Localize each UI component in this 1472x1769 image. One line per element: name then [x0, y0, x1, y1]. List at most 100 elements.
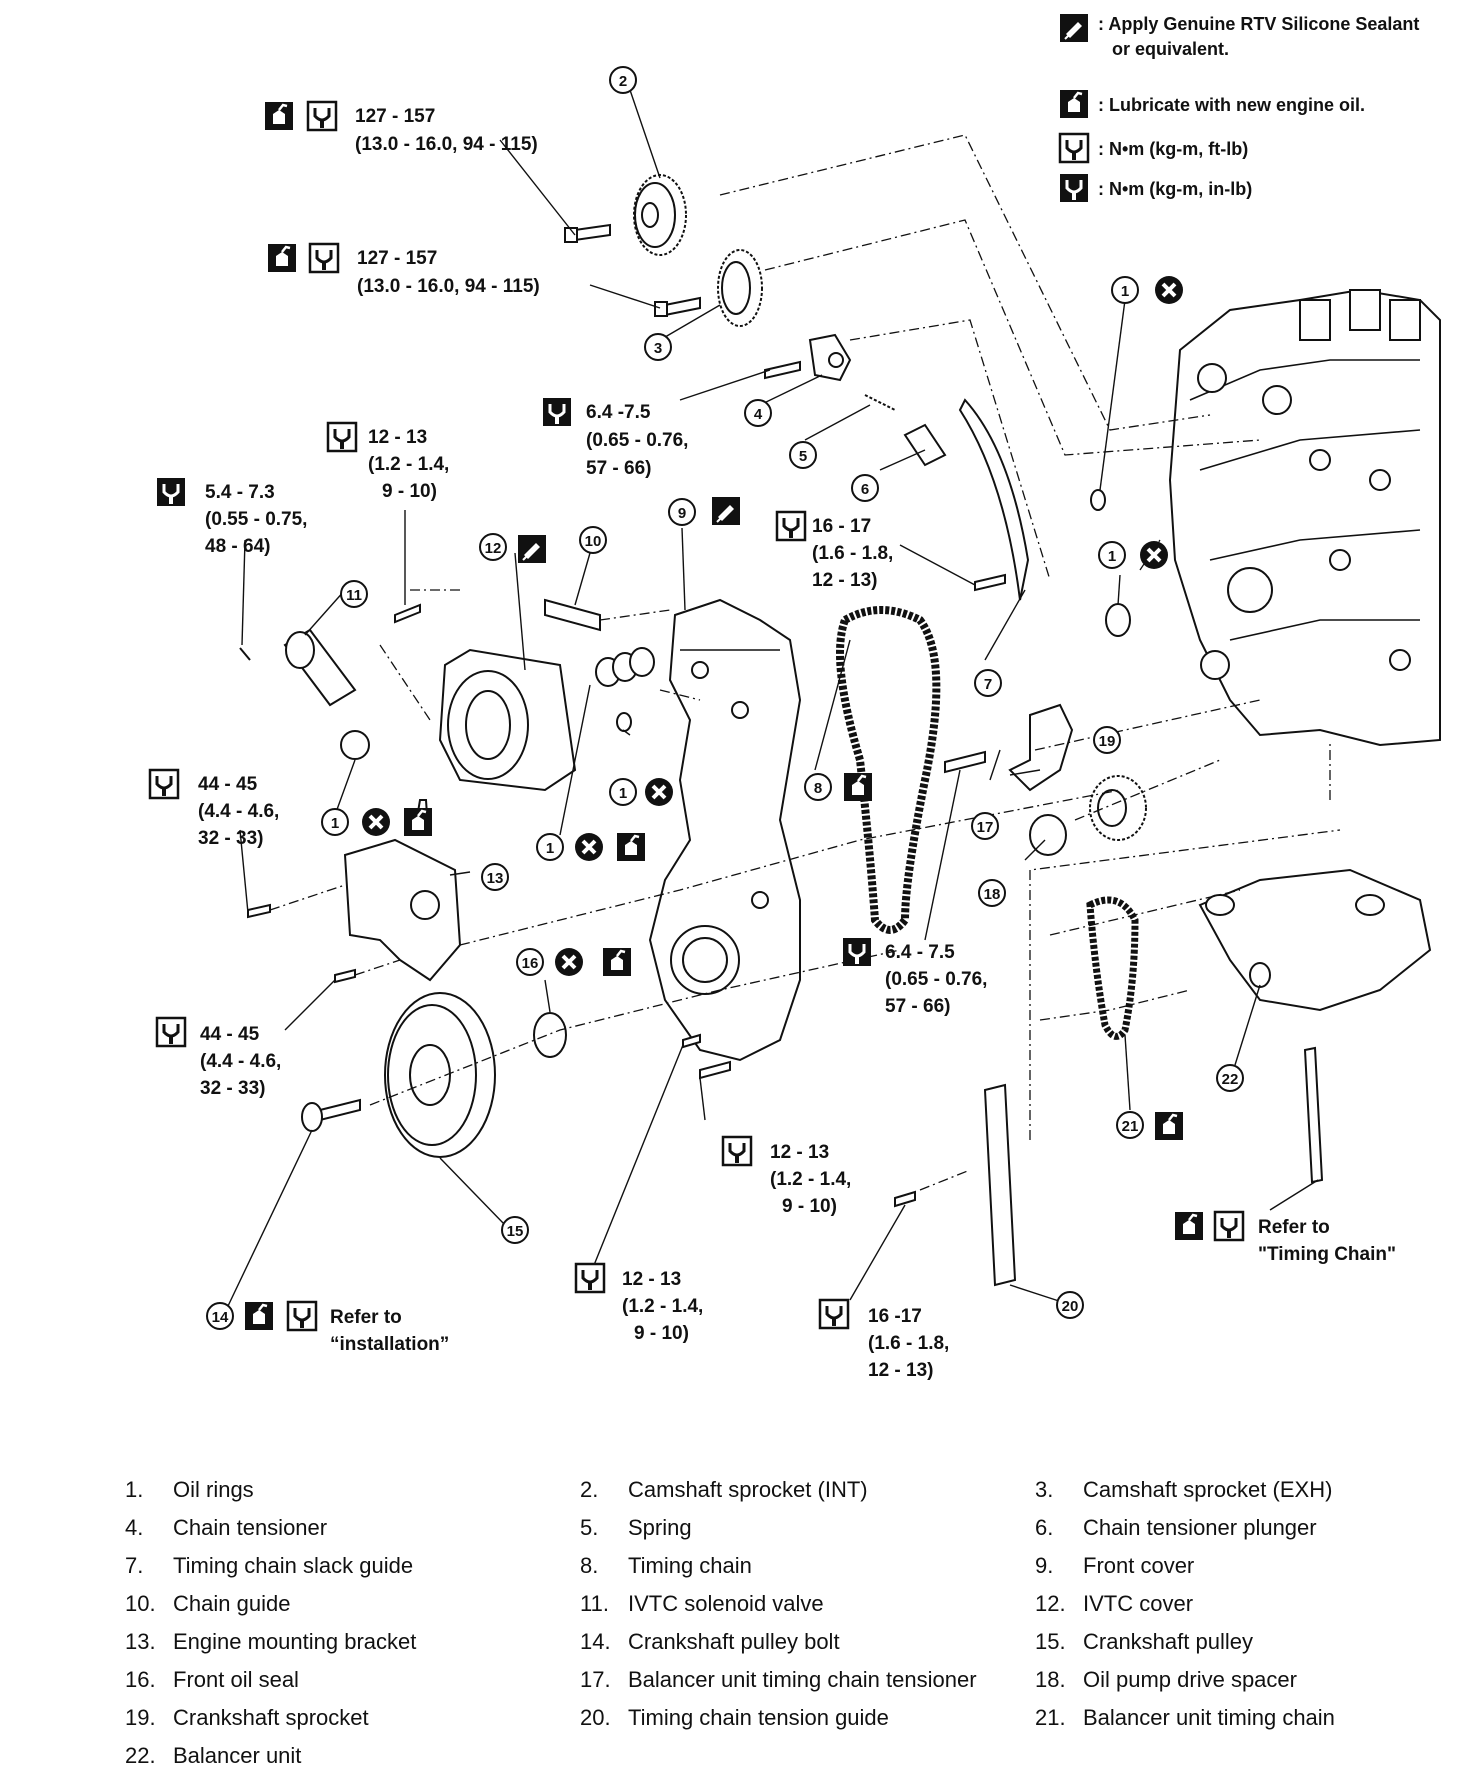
spec-cam-exh-2: (13.0 - 16.0, 94 - 115)	[357, 276, 540, 297]
ivtc-cover	[438, 648, 577, 792]
callout-8: 8	[804, 773, 832, 801]
crankshaft-pulley-bolt	[301, 1098, 361, 1132]
parts-list-name: Balancer unit timing chain tensioner	[628, 1667, 977, 1692]
torque-wrench-icon	[286, 1300, 318, 1332]
sealant-icon	[711, 496, 741, 526]
refer-timing-chain-2: "Timing Chain"	[1258, 1244, 1396, 1265]
crankshaft-pulley	[384, 992, 496, 1158]
callout-16: 16	[516, 948, 544, 976]
parts-list-number: 17.	[580, 1667, 611, 1692]
legend-torque-ftlb: : N•m (kg-m, ft-lb)	[1098, 139, 1248, 159]
parts-list-item: 11.IVTC solenoid valve	[580, 1591, 824, 1617]
oil-ring-block-lower	[1105, 603, 1131, 637]
spec-solenoid-1: 5.4 - 7.3	[205, 482, 275, 503]
oil-rings-ivtc	[595, 647, 655, 687]
parts-list-number: 13.	[125, 1629, 156, 1654]
parts-list-name: IVTC solenoid valve	[628, 1591, 824, 1616]
parts-list-item: 19.Crankshaft sprocket	[125, 1705, 369, 1731]
parts-list-item: 14.Crankshaft pulley bolt	[580, 1629, 840, 1655]
callout-10: 10	[579, 526, 607, 554]
torque-wrench-inlb-icon	[1058, 172, 1090, 204]
camshaft-sprocket-int	[633, 174, 687, 256]
parts-list-item: 5.Spring	[580, 1515, 692, 1541]
parts-list-number: 18.	[1035, 1667, 1066, 1692]
svg-text:22: 22	[1222, 1071, 1239, 1088]
parts-list-name: Front cover	[1083, 1553, 1195, 1578]
spec-bracket-lower-2: (4.4 - 4.6,	[200, 1051, 281, 1072]
refer-timing-chain-1: Refer to	[1258, 1217, 1330, 1238]
svg-text:19: 19	[1099, 733, 1116, 750]
spec-front-cover-b-1: 12 - 13	[622, 1269, 681, 1290]
balancer-tensioner-bolt	[944, 750, 986, 774]
parts-list-number: 22.	[125, 1743, 156, 1768]
parts-list-item: 22.Balancer unit	[125, 1743, 301, 1769]
parts-list-name: Balancer unit timing chain	[1083, 1705, 1335, 1730]
parts-list-number: 4.	[125, 1515, 144, 1540]
callout-11: 11	[340, 580, 368, 608]
parts-list-item: 1.Oil rings	[125, 1477, 254, 1503]
spec-cam-exh-1: 127 - 157	[357, 248, 437, 269]
parts-list-number: 10.	[125, 1591, 156, 1616]
svg-text:15: 15	[507, 1223, 524, 1240]
callout-1a: 1	[1111, 276, 1139, 304]
parts-list-name: Timing chain	[628, 1553, 752, 1578]
parts-list-name: Oil rings	[173, 1477, 254, 1502]
parts-list-name: Chain tensioner plunger	[1083, 1515, 1317, 1540]
spec-balancer-tens-2: (0.65 - 0.76,	[885, 969, 987, 990]
parts-list-name: Timing chain tension guide	[628, 1705, 889, 1730]
svg-text:1: 1	[331, 815, 339, 832]
spec-bracket-upper-2: (4.4 - 4.6,	[198, 801, 279, 822]
torque-wrench-icon	[155, 1016, 187, 1048]
callout-1e: 1	[609, 778, 637, 806]
torque-wrench-icon	[308, 242, 340, 274]
torque-labels: 127 - 157 (13.0 - 16.0, 94 - 115) 127 - …	[198, 106, 1396, 1381]
spec-solenoid-2: (0.55 - 0.75,	[205, 509, 307, 530]
svg-text:4: 4	[754, 406, 763, 423]
svg-text:1: 1	[546, 840, 554, 857]
torque-wrench-inlb-icon	[155, 476, 187, 508]
parts-list-item: 18.Oil pump drive spacer	[1035, 1667, 1297, 1693]
svg-text:13: 13	[487, 870, 504, 887]
svg-text:1: 1	[1108, 548, 1116, 565]
oil-can-icon	[842, 771, 874, 803]
torque-wrench-icon	[148, 768, 180, 800]
oil-can-icon	[615, 831, 647, 863]
spec-front-cover-a-3: 9 - 10)	[782, 1196, 837, 1217]
parts-list-name: Timing chain slack guide	[173, 1553, 414, 1578]
svg-text:18: 18	[984, 886, 1001, 903]
callout-14: 14	[206, 1302, 234, 1330]
parts-list-number: 20.	[580, 1705, 611, 1730]
parts-list-item: 15.Crankshaft pulley	[1035, 1629, 1253, 1655]
parts-list-number: 6.	[1035, 1515, 1054, 1540]
torque-wrench-icon	[326, 421, 358, 453]
torque-wrench-icon	[1213, 1210, 1245, 1242]
spec-tension-guide-2: (1.6 - 1.8,	[868, 1333, 949, 1354]
spec-slack-1: 16 - 17	[812, 516, 871, 537]
spec-solenoid-3: 48 - 64)	[205, 536, 270, 557]
parts-list-number: 21.	[1035, 1705, 1066, 1730]
callout-20: 20	[1056, 1291, 1084, 1319]
sealant-icon	[1059, 13, 1089, 43]
bracket-bolt-lower	[334, 968, 356, 984]
oil-can-icon	[1173, 1210, 1205, 1242]
parts-list-item: 2.Camshaft sprocket (INT)	[580, 1477, 868, 1503]
parts-list-number: 16.	[125, 1667, 156, 1692]
spec-tensioner-2: (0.65 - 0.76,	[586, 430, 688, 451]
spec-cam-int-1: 127 - 157	[355, 106, 435, 127]
spec-ivtc-3: 9 - 10)	[382, 481, 437, 502]
spec-front-cover-b-3: 9 - 10)	[634, 1323, 689, 1344]
exploded-diagram: : Apply Genuine RTV Silicone Sealant or …	[148, 13, 1441, 1381]
callout-17: 17	[971, 812, 999, 840]
parts-list-item: 7.Timing chain slack guide	[125, 1553, 413, 1579]
balancer-unit	[1198, 868, 1432, 1012]
oil-can-icon	[402, 806, 434, 838]
parts-list-item: 12.IVTC cover	[1035, 1591, 1193, 1617]
spec-balancer-tens-3: 57 - 66)	[885, 996, 950, 1017]
balancer-chain-tensioner	[1008, 703, 1074, 792]
svg-text:9: 9	[678, 505, 686, 522]
callout-12: 12	[479, 533, 507, 561]
spec-front-cover-a-1: 12 - 13	[770, 1142, 829, 1163]
spec-ivtc-1: 12 - 13	[368, 427, 427, 448]
timing-chain-tension-guide	[983, 1083, 1017, 1287]
torque-wrench-icon	[574, 1262, 606, 1294]
